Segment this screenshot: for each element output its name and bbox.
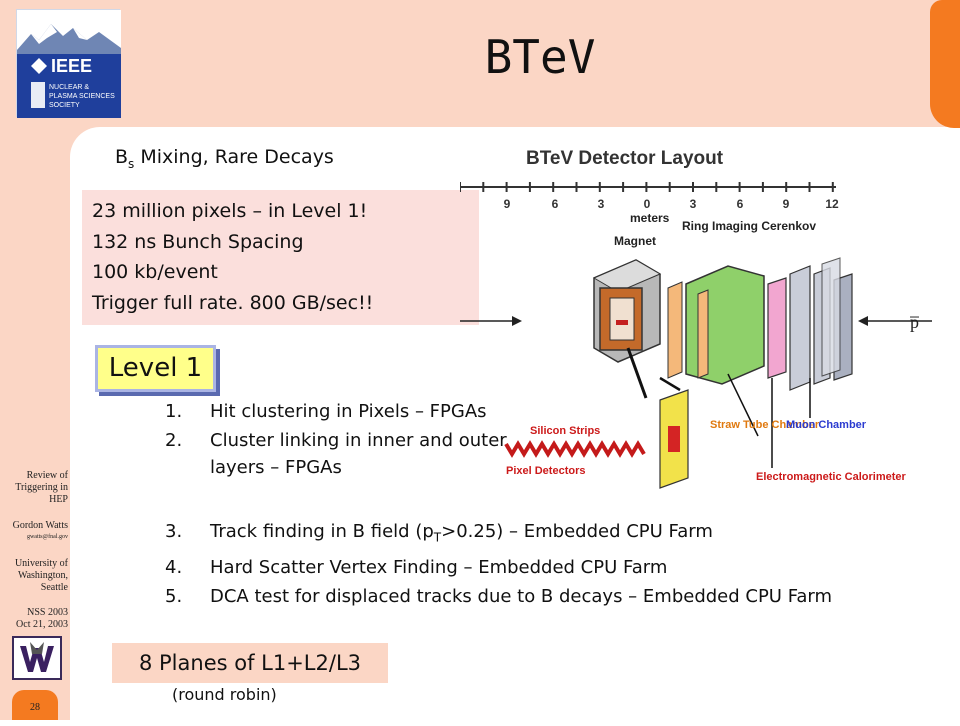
sidebar-email: gwatts@fnal.gov [26, 534, 68, 540]
tick-label: 3 [598, 197, 605, 211]
sidebar-author: Gordon Watts [12, 520, 68, 531]
ecal-label: Electromagnetic Calorimeter [756, 471, 906, 483]
ecal-shape [767, 277, 787, 379]
subheading: Bs Mixing, Rare Decays [115, 146, 334, 171]
straw-chamber [667, 281, 683, 379]
list-item: 5. DCA test for displaced tracks due to … [165, 583, 945, 610]
muon-plane [789, 265, 811, 391]
level-1-label: Level 1 [95, 345, 216, 392]
ruler-ticks [459, 182, 834, 192]
sidebar-conference: NSS 2003 [27, 607, 68, 618]
muon-plane [821, 257, 841, 377]
item-text: Hit clustering in Pixels – FPGAs [210, 401, 487, 422]
tick-label: 12 [825, 197, 839, 211]
rich-label-text: Ring Imaging Cerenkov [682, 219, 816, 233]
list-item: 1. Hit clustering in Pixels – FPGAs [165, 398, 510, 425]
pointer-line [659, 376, 681, 392]
item-text-post: >0.25) – Embedded CPU Farm [441, 521, 713, 542]
tick-label: 0 [644, 197, 651, 211]
subheading-rest: Mixing, Rare Decays [134, 146, 334, 168]
item-number: 4. [165, 556, 183, 578]
info-line: 100 kb/event [92, 261, 218, 283]
rich-label: Ring Imaging Cerenkov [682, 219, 816, 233]
pointer-line [626, 347, 648, 399]
info-box: 23 million pixels – in Level 1! 132 ns B… [82, 190, 479, 325]
item-text-subscript: T [433, 530, 442, 545]
pixel-sensor [668, 426, 680, 452]
sidebar-date: Oct 21, 2003 [16, 619, 68, 630]
steps-list-b: 3. Track finding in B field (pT>0.25) – … [165, 518, 945, 612]
pointer-line [727, 373, 759, 437]
list-item: 2. Cluster linking in inner and outer la… [165, 427, 510, 481]
orange-tab [930, 0, 960, 128]
units-label: meters [630, 211, 670, 225]
detector-layout: BTeV Detector Layout 9 6 3 0 3 6 9 12 me… [459, 138, 940, 508]
pbar-label: p̅ [909, 312, 919, 332]
straw-chamber [697, 289, 709, 379]
left-band [0, 0, 70, 720]
item-number: 5. [165, 585, 183, 607]
beam-pipe [616, 320, 628, 325]
sidebar-review: Review of Triggering in HEP [15, 470, 68, 505]
subheading-subscript: s [128, 156, 135, 171]
pbar-arrowhead [858, 316, 868, 326]
item-number: 1. [165, 401, 183, 422]
info-line: 23 million pixels – in Level 1! [92, 200, 368, 222]
ruler-labels: 9 6 3 0 3 6 9 12 [504, 197, 839, 211]
item-text: Track finding in B field (pT>0.25) – Emb… [210, 518, 945, 552]
page-number: 28 [12, 690, 58, 720]
magnet-label: Magnet [614, 234, 656, 248]
item-number: 3. [165, 521, 183, 542]
straw-label: Straw Tube Chamber [710, 419, 820, 431]
item-text: Cluster linking in inner and outer layer… [210, 430, 507, 478]
subheading-main: B [115, 146, 129, 168]
svg-text:IEEE: IEEE [51, 56, 92, 76]
detector-title: BTeV Detector Layout [526, 148, 724, 169]
info-line: Trigger full rate. 800 GB/sec!! [92, 291, 374, 314]
tick-label: 3 [690, 197, 697, 211]
muon-label: Muon Chamber [786, 419, 867, 431]
sidebar-affiliation: University of Washington, Seattle [14, 558, 68, 593]
tick-label: 9 [783, 197, 790, 211]
ieee-npss-logo: IEEE NUCLEAR & PLASMA SCIENCES SOCIETY [16, 9, 121, 118]
item-number: 2. [165, 430, 183, 451]
silicon-strips-label: Silicon Strips [530, 425, 600, 437]
vertex-box [609, 297, 635, 341]
round-robin-note: (round robin) [172, 685, 277, 704]
svg-text:PLASMA SCIENCES: PLASMA SCIENCES [49, 93, 115, 100]
svg-text:NUCLEAR &: NUCLEAR & [49, 84, 89, 91]
info-line: 132 ns Bunch Spacing [92, 230, 304, 253]
top-band [70, 0, 960, 127]
pixel-detectors-shape [504, 440, 646, 458]
item-text: Hard Scatter Vertex Finding – Embedded C… [210, 556, 668, 578]
item-text: DCA test for displaced tracks due to B d… [210, 585, 833, 607]
pixel-detectors-label: Pixel Detectors [506, 465, 585, 477]
item-text-pre: Track finding in B field (p [210, 521, 434, 542]
tick-label: 6 [737, 197, 744, 211]
list-item: 3. Track finding in B field (pT>0.25) – … [165, 518, 945, 552]
uw-logo [12, 636, 62, 680]
tick-label: 6 [552, 197, 559, 211]
band-corner [70, 127, 110, 157]
steps-list-a: 1. Hit clustering in Pixels – FPGAs 2. C… [165, 398, 510, 483]
planes-label: 8 Planes of L1+L2/L3 [112, 643, 388, 683]
list-item: 4. Hard Scatter Vertex Finding – Embedde… [165, 554, 945, 581]
svg-text:SOCIETY: SOCIETY [49, 102, 80, 109]
p-arrowhead [512, 316, 522, 326]
slide-title: BTeV [484, 30, 596, 84]
tick-label: 9 [504, 197, 511, 211]
